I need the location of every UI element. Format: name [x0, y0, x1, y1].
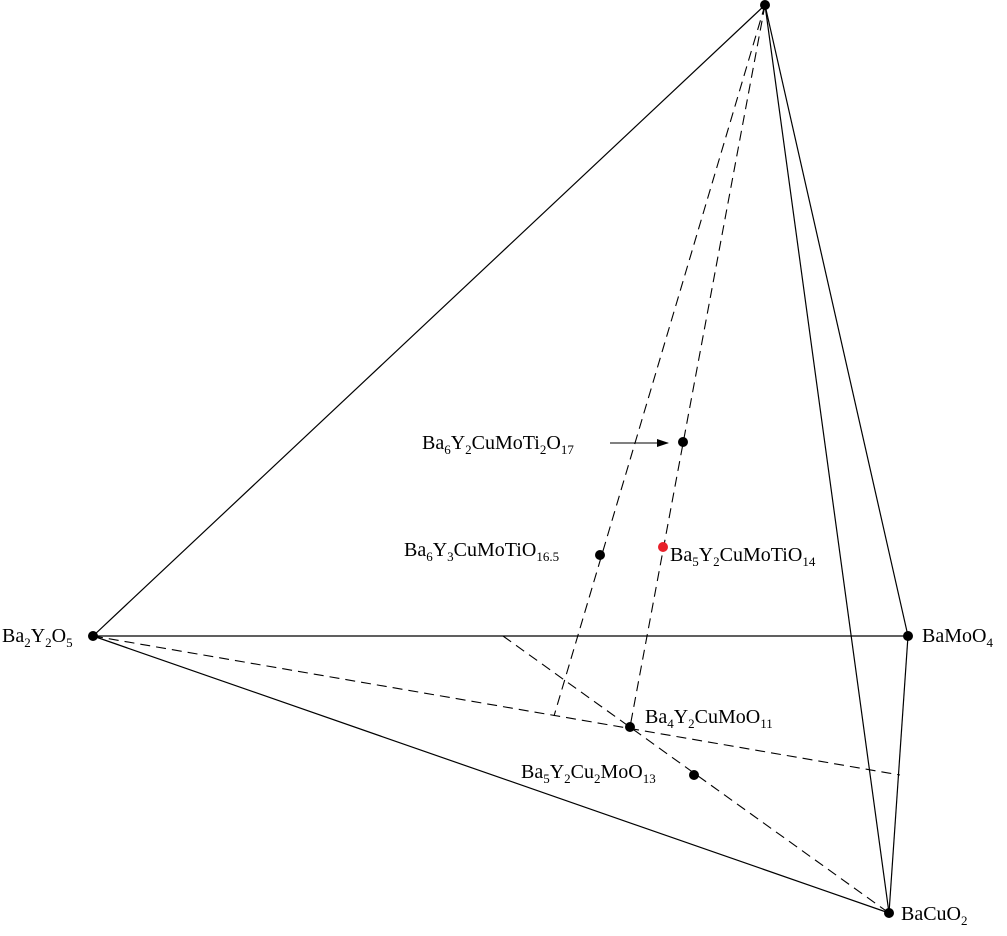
- point-ba6y3cumotio165: [595, 550, 605, 560]
- labels: Ba2Y2O5 BaMoO4 BaCuO2 Ba6Y2CuMoTi2O17 Ba…: [2, 432, 993, 928]
- edge-apex-bamoo4: [764, 4, 909, 637]
- point-ba5y2cu2moo13: [689, 770, 699, 780]
- point-apex: [760, 0, 770, 10]
- points: [88, 0, 913, 918]
- edge-ba2y2o5-bacuo2: [92, 635, 890, 914]
- label-ba2y2o5: Ba2Y2O5: [2, 625, 73, 650]
- point-ba4y2cumoo11: [625, 722, 635, 732]
- point-ba5y2cumotio14: [658, 542, 668, 552]
- dashed-apex-to-ba4y2cumoo11: [629, 4, 766, 728]
- label-ba4y2cumoo11: Ba4Y2CuMoO11: [645, 706, 773, 731]
- edge-apex-bacuo2: [764, 4, 890, 914]
- label-bacuo2: BaCuO2: [901, 903, 968, 928]
- label-ba5y2cumotio14: Ba5Y2CuMoTiO14: [670, 544, 816, 569]
- label-bamoo4: BaMoO4: [922, 625, 993, 650]
- point-ba2y2o5: [88, 631, 98, 641]
- label-ba5y2cu2moo13: Ba5Y2Cu2MoO13: [521, 761, 656, 786]
- edge-apex-ba2y2o5: [92, 4, 766, 637]
- label-ba6y2cumoti2o17: Ba6Y2CuMoTi2O17: [422, 432, 574, 457]
- point-bacuo2: [884, 908, 894, 918]
- dashed-ba2y2o5-to-bamoo4-bacuo2-edge: [92, 635, 901, 776]
- label-ba6y3cumotio165: Ba6Y3CuMoTiO16.5: [404, 539, 559, 564]
- dashed-lines: [92, 4, 901, 914]
- point-ba6y2cumoti2o17: [678, 437, 688, 447]
- solid-edges: [92, 4, 909, 914]
- dashed-apex-to-base-left: [553, 4, 766, 717]
- point-bamoo4: [903, 631, 913, 641]
